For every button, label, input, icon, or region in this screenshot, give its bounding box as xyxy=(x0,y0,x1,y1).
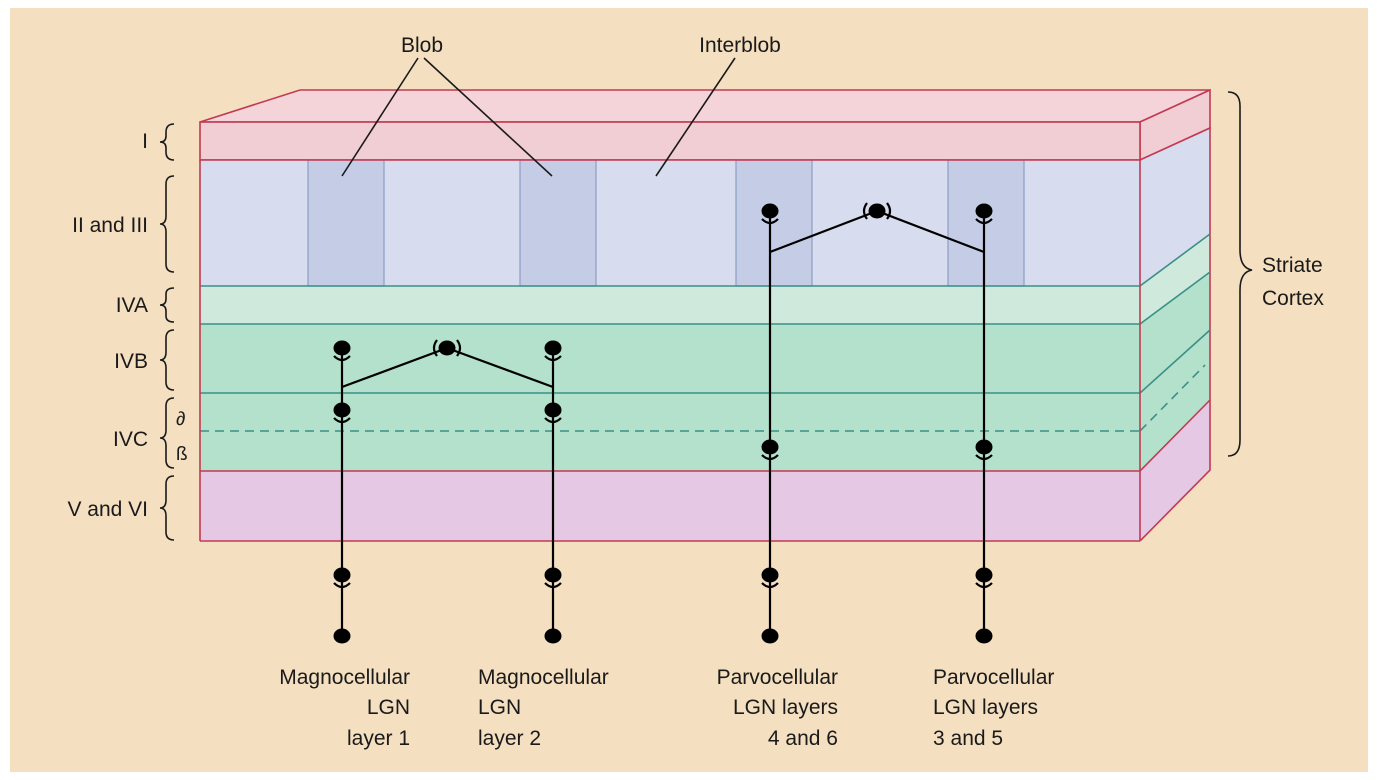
side-boundary-2 xyxy=(1139,271,1211,325)
layer-label-V-VI: V and VI xyxy=(67,498,148,521)
brace-layer-V-VI xyxy=(159,475,175,541)
parvo-1-blob-cell-synapse xyxy=(761,218,779,225)
parvo-horizontal-left xyxy=(769,209,878,254)
source-2-line-1: Magnocellular xyxy=(478,666,609,689)
source-3-line-3: 4 and 6 xyxy=(768,727,838,750)
ivc-beta-label: ß xyxy=(176,444,188,465)
side-boundary-1 xyxy=(1139,233,1211,287)
source-1-line-1: Magnocellular xyxy=(279,666,410,689)
magno-2-ivb-cell-synapse xyxy=(544,355,562,362)
source-3-line-1: Parvocellular xyxy=(717,666,838,689)
blob-1 xyxy=(307,159,385,287)
source-4-line-1: Parvocellular xyxy=(933,666,1054,689)
blob-interneuron xyxy=(868,203,886,219)
brace-layer-II-III xyxy=(159,175,175,273)
magno-1-ivb-cell xyxy=(333,340,351,356)
source-label-magno-1: Magnocellular LGN layer 1 xyxy=(279,666,410,750)
striate-cortex-label-line2: Cortex xyxy=(1262,287,1324,310)
layer-label-II-III: II and III xyxy=(72,214,148,237)
parvo-1-relay-cell-synapse xyxy=(761,582,779,589)
layer-label-IVC: IVC xyxy=(113,428,148,451)
striate-cortex-label-line1: Striate xyxy=(1262,254,1323,277)
parvo-2-blob-cell-synapse xyxy=(975,218,993,225)
brace-layer-IVB xyxy=(159,329,175,391)
parvo-2-ivc-beta-cell-synapse xyxy=(975,454,993,461)
side-layer-IVC xyxy=(1140,330,1210,471)
side-layer-IVA xyxy=(1140,234,1210,324)
blob-interneuron-synapse-left xyxy=(862,202,868,220)
side-ivc-sub-boundary xyxy=(1139,364,1206,432)
striate-cortex-brace xyxy=(1227,91,1253,457)
source-3-line-2: LGN layers xyxy=(733,696,838,719)
layer-label-I: I xyxy=(142,130,148,153)
side-layer-IVB xyxy=(1140,272,1210,393)
magno-2-relay-cell-synapse xyxy=(544,582,562,589)
blob-2 xyxy=(519,159,597,287)
blob-pointer-2 xyxy=(423,57,553,177)
magno-1-relay-cell-synapse xyxy=(333,582,351,589)
brace-layer-IVC xyxy=(159,397,175,469)
layer-label-IVA: IVA xyxy=(116,294,148,317)
magno-1-ivb-cell-synapse xyxy=(333,355,351,362)
ivb-interneuron xyxy=(438,340,456,356)
magno-2-ivc-alpha-cell-synapse xyxy=(544,417,562,424)
ivb-interneuron-synapse-right xyxy=(456,339,462,357)
source-4-line-2: LGN layers xyxy=(933,696,1038,719)
interblob-label: Interblob xyxy=(699,34,781,57)
magno-1-ivc-alpha-cell-synapse xyxy=(333,417,351,424)
ivb-interneuron-synapse-left xyxy=(432,339,438,357)
ivc-alpha-label: ∂ xyxy=(176,409,185,430)
cortex-top-face xyxy=(199,89,1211,123)
source-1-line-2: LGN xyxy=(367,696,410,719)
blob-label: Blob xyxy=(401,34,443,57)
interblob-pointer xyxy=(655,57,736,177)
source-1-line-3: layer 1 xyxy=(347,727,410,750)
parvo-2-relay-cell-synapse xyxy=(975,582,993,589)
brace-layer-IVA xyxy=(159,287,175,323)
magno-2-ivb-cell xyxy=(544,340,562,356)
source-label-parvo-2: Parvocellular LGN layers 3 and 5 xyxy=(933,666,1054,750)
side-boundary-3 xyxy=(1139,329,1211,394)
source-label-parvo-1: Parvocellular LGN layers 4 and 6 xyxy=(717,666,838,750)
layer-IVA-front xyxy=(200,286,1140,324)
parvo-1-ivc-beta-cell-synapse xyxy=(761,454,779,461)
magno-horizontal-right xyxy=(446,346,554,389)
side-layer-V-VI xyxy=(1140,400,1210,541)
parvo-1-blob-cell xyxy=(761,203,779,219)
source-2-line-3: layer 2 xyxy=(478,727,541,750)
side-outline xyxy=(1139,126,1211,542)
brace-layer-I xyxy=(159,123,175,161)
magno-horizontal-left xyxy=(341,346,448,389)
layer-label-IVB: IVB xyxy=(114,350,148,373)
blob-interneuron-synapse-right xyxy=(886,202,892,220)
source-label-magno-2: Magnocellular LGN layer 2 xyxy=(478,666,609,750)
neural-wiring xyxy=(333,202,993,644)
parvo-2-blob-cell xyxy=(975,203,993,219)
blob-pointer-1 xyxy=(341,57,419,177)
source-4-line-3: 3 and 5 xyxy=(933,727,1003,750)
side-boundary-4 xyxy=(1139,399,1211,472)
source-2-line-2: LGN xyxy=(478,696,521,719)
parvo-horizontal-right xyxy=(876,209,985,254)
